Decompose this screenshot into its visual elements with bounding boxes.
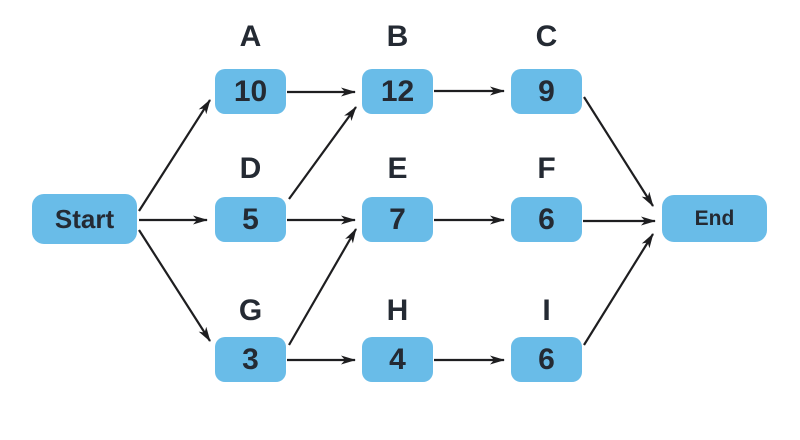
edge-D-B: [288, 106, 357, 200]
activity-node-C: 9: [511, 69, 582, 114]
edge-start-G: [138, 229, 211, 342]
activity-letter-E: E: [387, 152, 408, 185]
activity-letter-F: F: [537, 152, 556, 185]
activity-node-G: 3: [215, 337, 286, 382]
activity-node-B: 12: [362, 69, 433, 114]
activity-node-H: 4: [362, 337, 433, 382]
activity-node-A: 10: [215, 69, 286, 114]
edge-C-end: [583, 96, 654, 207]
end-node: End: [662, 195, 767, 242]
activity-letter-C: C: [535, 20, 558, 53]
edge-G-E: [288, 228, 357, 346]
activity-node-D: 5: [215, 197, 286, 242]
edge-I-end: [583, 233, 654, 346]
activity-letter-D: D: [239, 152, 262, 185]
activity-letter-B: B: [386, 20, 409, 53]
activity-node-I: 6: [511, 337, 582, 382]
activity-letter-G: G: [238, 294, 263, 327]
activity-node-E: 7: [362, 197, 433, 242]
activity-letter-A: A: [239, 20, 262, 53]
activity-letter-H: H: [386, 294, 409, 327]
activity-letter-I: I: [542, 294, 551, 327]
start-node: Start: [32, 194, 137, 244]
edge-start-A: [138, 99, 211, 212]
activity-node-F: 6: [511, 197, 582, 242]
